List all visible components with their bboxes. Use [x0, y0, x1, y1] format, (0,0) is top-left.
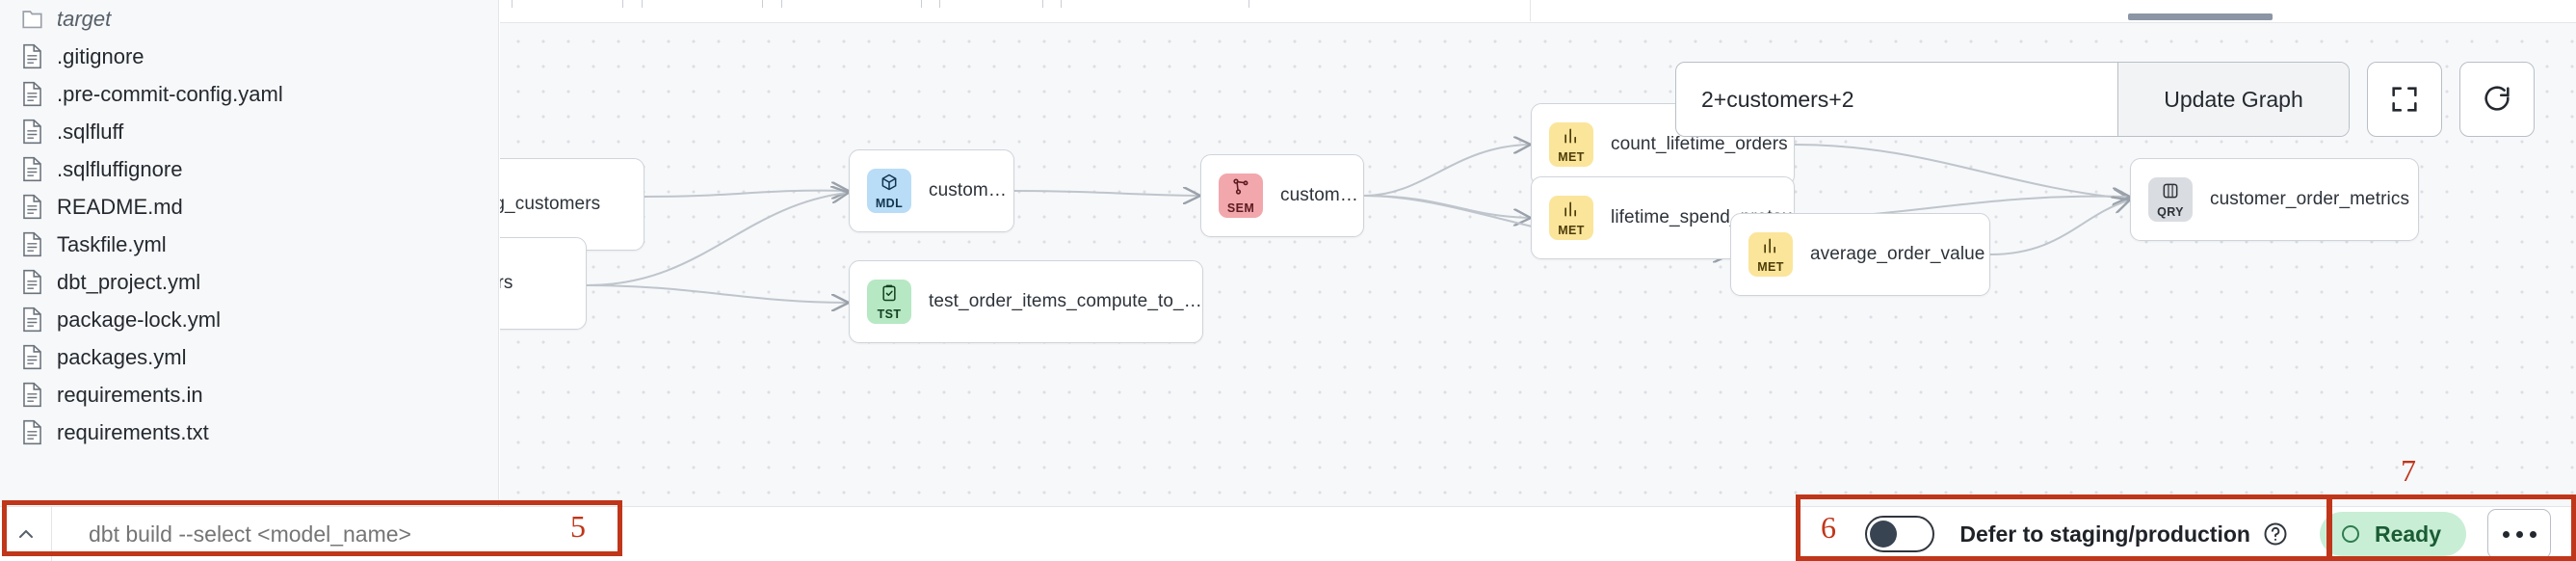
graph-query-input[interactable] — [1676, 63, 2117, 136]
tab-stub[interactable] — [512, 0, 623, 8]
file-name: README.md — [57, 194, 183, 219]
update-graph-button[interactable]: Update Graph — [2117, 63, 2349, 136]
tab-stub[interactable] — [781, 0, 922, 8]
dot — [2502, 530, 2510, 538]
graph-node-label: average_order_value — [1810, 244, 1985, 264]
defer-toggle[interactable] — [1865, 516, 1935, 552]
graph-node[interactable]: QRY customer_order_metrics — [2130, 158, 2419, 241]
graph-node[interactable]: orders — [500, 237, 587, 330]
file-row[interactable]: .gitignore — [0, 38, 498, 75]
file-name: dbt_project.yml — [57, 269, 201, 294]
file-icon — [21, 194, 43, 220]
file-name: .pre-commit-config.yaml — [57, 81, 283, 106]
defer-label: Defer to staging/production — [1959, 521, 2250, 547]
ellipsis-icon[interactable] — [2487, 509, 2551, 559]
file-row[interactable]: dbt_project.yml — [0, 263, 498, 301]
graph-node[interactable]: MDL customers — [849, 149, 1014, 232]
file-row[interactable]: .pre-commit-config.yaml — [0, 75, 498, 113]
chevron-up-icon[interactable] — [0, 506, 52, 561]
file-row[interactable]: .sqlfluff — [0, 113, 498, 150]
status-bar-right: Defer to staging/production Ready — [1838, 507, 2576, 561]
graph-node-label: tg_customers — [500, 194, 601, 214]
status-bar: Defer to staging/production Ready — [0, 506, 2576, 561]
cube-icon: MDL — [867, 169, 911, 213]
fullscreen-icon[interactable] — [2367, 62, 2442, 137]
status-label: Ready — [2374, 521, 2441, 547]
refresh-icon[interactable] — [2459, 62, 2535, 137]
tab-stub[interactable] — [642, 0, 763, 8]
graph-node-label: customers — [929, 180, 1013, 200]
toggle-knob — [1870, 521, 1898, 548]
graph-node-label: customers — [1280, 185, 1363, 205]
dot — [2529, 530, 2537, 538]
file-icon — [21, 307, 43, 333]
file-name: .gitignore — [57, 43, 145, 68]
file-name: target — [57, 6, 112, 31]
graph-node[interactable]: tg_customers — [500, 158, 644, 251]
file-name: packages.yml — [57, 344, 187, 369]
graph-node[interactable]: MET average_order_value — [1730, 213, 1990, 296]
status-badge[interactable]: Ready — [2319, 512, 2466, 556]
file-icon — [21, 119, 43, 145]
query-icon: QRY — [2148, 177, 2193, 222]
file-row[interactable]: Taskfile.yml — [0, 226, 498, 263]
file-name: .sqlfluffignore — [57, 156, 183, 181]
file-name: requirements.txt — [57, 419, 209, 444]
file-icon — [21, 43, 43, 69]
graph-edges — [586, 23, 2576, 506]
editor-tab-strip[interactable] — [500, 0, 2576, 23]
file-name: package-lock.yml — [57, 307, 221, 332]
file-icon — [21, 231, 43, 257]
file-explorer[interactable]: target .gitignore .pre-commit-config.yaml.… — [0, 0, 499, 506]
graph-node[interactable]: SEM customers — [1200, 154, 1364, 237]
graph-node[interactable]: MET count_lifetime_orders — [1531, 103, 1795, 186]
graph-node-label: orders — [500, 273, 513, 293]
file-name: Taskfile.yml — [57, 231, 167, 256]
file-name: requirements.in — [57, 382, 203, 407]
graph-node[interactable]: TST test_order_items_compute_to_bools... — [849, 260, 1203, 343]
command-input[interactable] — [52, 506, 630, 561]
metric-icon: MET — [1549, 122, 1593, 167]
file-name: .sqlfluff — [57, 119, 124, 144]
file-row[interactable]: target — [0, 0, 498, 38]
semantic-icon: SEM — [1219, 174, 1263, 218]
file-icon — [21, 269, 43, 295]
metric-icon: MET — [1549, 196, 1593, 240]
graph-node-label: count_lifetime_orders — [1611, 134, 1788, 154]
metric-icon: MET — [1748, 232, 1793, 277]
graph-query-group: Update Graph — [1675, 62, 2350, 137]
file-icon — [21, 382, 43, 408]
tab-stub[interactable] — [1061, 0, 1249, 8]
active-tab-underline — [2128, 13, 2273, 20]
tab-divider — [1530, 0, 1531, 21]
dot — [2515, 530, 2523, 538]
file-row[interactable]: requirements.txt — [0, 414, 498, 451]
file-row[interactable]: package-lock.yml — [0, 301, 498, 338]
file-row[interactable]: packages.yml — [0, 338, 498, 376]
file-icon — [21, 156, 43, 182]
file-row[interactable]: README.md — [0, 188, 498, 226]
tab-stub[interactable] — [939, 0, 1043, 8]
file-icon — [21, 419, 43, 445]
help-circle-icon[interactable] — [2262, 521, 2289, 548]
graph-node-label: test_order_items_compute_to_bools... — [929, 291, 1202, 311]
file-list: target .gitignore .pre-commit-config.yaml.… — [0, 0, 498, 451]
folder-icon — [21, 6, 43, 32]
file-icon — [21, 344, 43, 370]
file-row[interactable]: requirements.in — [0, 376, 498, 414]
status-circle-icon — [2341, 525, 2359, 543]
file-row[interactable]: .sqlfluffignore — [0, 150, 498, 188]
graph-toolbar: Update Graph — [1675, 62, 2535, 137]
clipboard-check-icon: TST — [867, 280, 911, 324]
graph-node-label: customer_order_metrics — [2210, 189, 2410, 209]
file-icon — [21, 81, 43, 107]
